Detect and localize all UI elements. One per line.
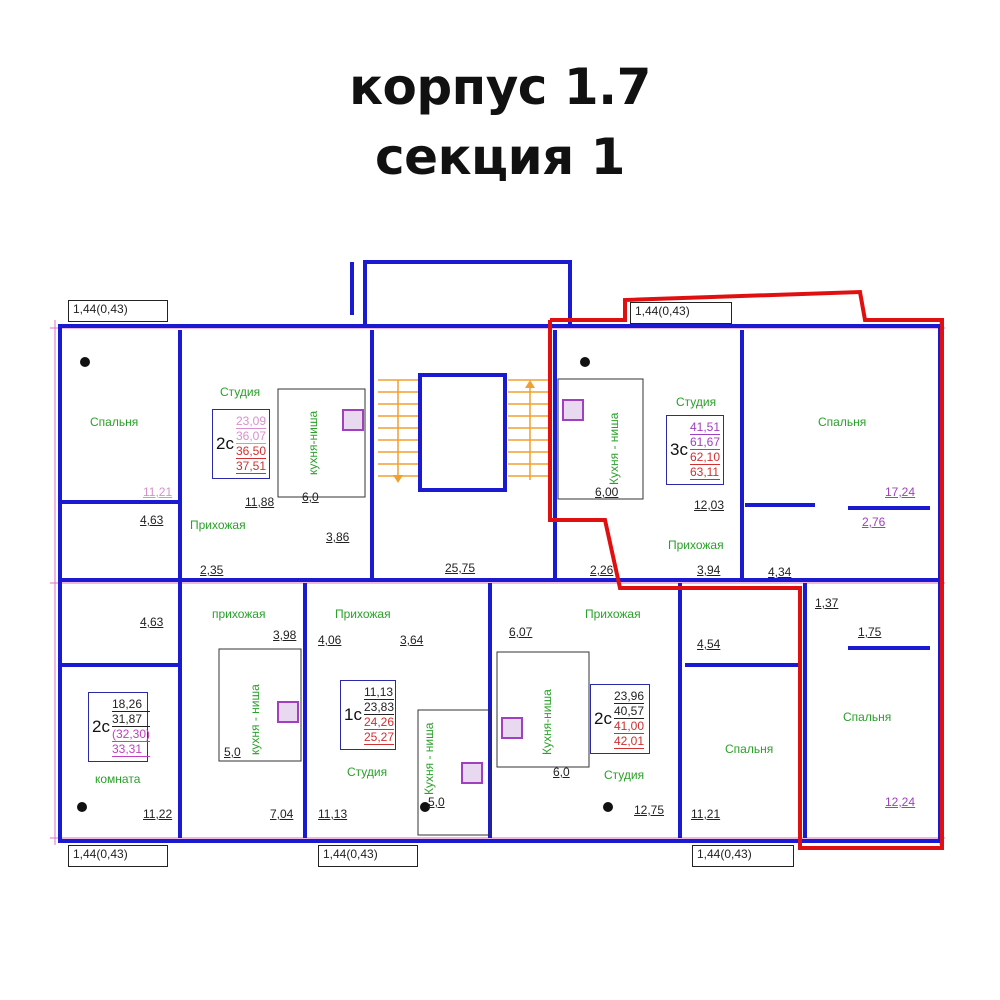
full-area: 25,27: [363, 730, 394, 745]
total-area: 23,83: [363, 700, 394, 715]
area-studio: 11,88: [245, 495, 275, 509]
full-area: 42,01: [613, 734, 644, 749]
area-with-balcony: 36,50: [235, 444, 266, 459]
area-kitchen: 6,0: [553, 765, 570, 779]
room-label-hall: Прихожая: [668, 538, 724, 552]
total-area: 61,67: [689, 435, 720, 450]
room-label-bedroom: Спальня: [90, 415, 139, 429]
apartment-code: 1с: [344, 705, 362, 724]
apartment-code: 2с: [594, 709, 612, 728]
full-area: 33,31: [111, 742, 150, 757]
area-bathroom: 4,63: [140, 513, 164, 527]
area-bathroom: 4,54: [697, 637, 721, 651]
area-hall: 6,07: [509, 625, 533, 639]
area-hall: 4,06: [318, 633, 342, 647]
area-studio: 12,03: [694, 498, 725, 512]
balcony-bottom-right: 1,44(0,43): [692, 845, 794, 867]
area-hall: 3,94: [697, 563, 721, 577]
living-area: 18,26: [111, 697, 150, 712]
area-with-balcony: 62,10: [689, 450, 720, 465]
room-label-studio: Студия: [220, 385, 261, 399]
apartment-box-top-left[interactable]: 2с 23,09 36,07 36,50 37,51: [212, 409, 270, 479]
total-area: 36,07: [235, 429, 266, 444]
apartment-box-bottom-left[interactable]: 2с 18,26 31,87 (32,30) 33,31: [88, 692, 150, 762]
area-kitchen: 5,0: [428, 795, 445, 809]
room-label-studio: Студия: [604, 768, 645, 782]
area-bathroom: 2,76: [862, 515, 886, 529]
apartment-code: 2с: [216, 434, 234, 453]
area-hall: 3,86: [326, 530, 350, 544]
area-hall2: 4,34: [768, 565, 792, 579]
area-bedroom: 17,24: [885, 485, 916, 499]
full-area: 37,51: [235, 459, 266, 474]
area-with-balcony: 24,26: [363, 715, 394, 730]
area-hall: 3,98: [273, 628, 297, 642]
room-label-kitchen-niche: кухня-ниша: [306, 410, 320, 475]
building-title: корпус 1.7: [349, 58, 651, 116]
area-studio: 12,75: [634, 803, 665, 817]
area-corridor: 2,35: [200, 563, 224, 577]
area-studio: 7,04: [270, 807, 294, 821]
area-kitchen: 6,00: [595, 485, 619, 499]
area-bedroom2: 12,24: [885, 795, 916, 809]
room-label-hall: Прихожая: [585, 607, 641, 621]
section-title: секция 1: [375, 128, 625, 186]
area-corridor2: 1,37: [815, 596, 839, 610]
room-label-hall: Прихожая: [335, 607, 391, 621]
area-bathroom: 3,64: [400, 633, 424, 647]
room-label-bedroom2: Спальня: [843, 710, 892, 724]
area-kitchen: 5,0: [224, 745, 241, 759]
area-bedroom: 11,21: [691, 807, 721, 821]
room-label-kitchen-niche: Кухня - ниша: [422, 722, 436, 795]
apartment-code: 2с: [92, 717, 110, 736]
room-label-kitchen-niche: кухня - ниша: [248, 684, 262, 755]
room-label-kitchen-niche: Кухня - ниша: [607, 412, 621, 485]
area-kitchen: 6,0: [302, 490, 319, 504]
area-with-balcony: (32,30): [111, 727, 150, 742]
room-label-studio: Студия: [676, 395, 717, 409]
area-studio: 11,13: [318, 807, 348, 821]
area-bathroom: 4,63: [140, 615, 164, 629]
total-area: 40,57: [613, 704, 644, 719]
room-label-bedroom: Спальня: [818, 415, 867, 429]
living-area: 41,51: [689, 420, 720, 435]
room-label-hall: прихожая: [212, 607, 266, 621]
room-label-hall: Прихожая: [190, 518, 246, 532]
area-corridor: 2,26: [590, 563, 614, 577]
room-label-studio: Студия: [347, 765, 388, 779]
full-area: 63,11: [689, 465, 720, 480]
living-area: 11,13: [363, 685, 394, 700]
room-label-room: комната: [95, 772, 141, 786]
apartment-box-bottom-center[interactable]: 1с 11,13 23,83 24,26 25,27: [340, 680, 396, 750]
room-label-kitchen-niche: Кухня-ниша: [540, 689, 554, 755]
living-area: 23,09: [235, 414, 266, 429]
area-with-balcony: 41,00: [613, 719, 644, 734]
room-label-bedroom: Спальня: [725, 742, 774, 756]
living-area: 23,96: [613, 689, 644, 704]
area-stair-hall: 25,75: [445, 561, 476, 575]
apartment-code: 3с: [670, 440, 688, 459]
balcony-bottom-left: 1,44(0,43): [68, 845, 168, 867]
balcony-bottom-center: 1,44(0,43): [318, 845, 418, 867]
area-wc: 1,75: [858, 625, 882, 639]
area-room: 11,22: [143, 807, 173, 821]
apartment-box-bottom-right[interactable]: 2с 23,96 40,57 41,00 42,01: [590, 684, 650, 754]
apartment-box-top-right[interactable]: 3с 41,51 61,67 62,10 63,11: [666, 415, 724, 485]
total-area: 31,87: [111, 712, 150, 727]
balcony-top-right: 1,44(0,43): [630, 302, 732, 324]
balcony-top-left: 1,44(0,43): [68, 300, 168, 322]
area-bedroom: 11,21: [143, 485, 173, 499]
